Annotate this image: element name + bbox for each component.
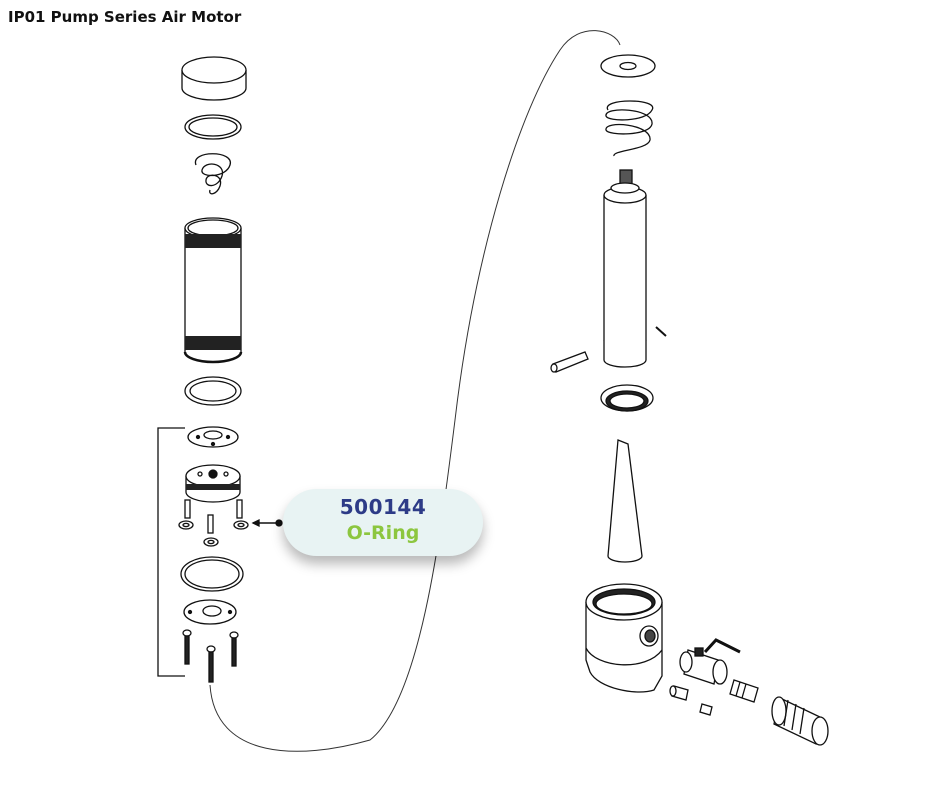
- small-o-rings: [178, 520, 249, 547]
- large-spring: [605, 100, 654, 157]
- guide-pins: [184, 499, 243, 534]
- cylinder-barrel: [183, 217, 243, 364]
- bottom-plate: [183, 599, 237, 625]
- callout-part-number: 500144: [339, 495, 427, 519]
- small-spring: [195, 153, 231, 195]
- lower-o-ring: [180, 556, 244, 592]
- part-callout: 500144 O-Ring: [283, 489, 483, 556]
- connector-curve: [209, 30, 621, 752]
- quick-coupler: [771, 696, 829, 746]
- page-title: IP01 Pump Series Air Motor: [8, 8, 242, 26]
- callout-part-name: O-Ring: [346, 522, 420, 544]
- callout-pointer: [251, 518, 283, 528]
- ball-valve: [679, 638, 741, 685]
- plug: [699, 703, 713, 716]
- top-plate: [187, 426, 239, 448]
- piston: [185, 464, 241, 503]
- piston-rod: [603, 169, 647, 368]
- bolts: [182, 629, 239, 683]
- washer: [600, 54, 656, 78]
- pump-base: [585, 583, 663, 693]
- cross-pin: [550, 351, 589, 373]
- middle-o-ring: [184, 376, 242, 406]
- rod-seal: [600, 384, 654, 412]
- upper-o-ring: [184, 114, 242, 140]
- assembly-bracket: [157, 427, 185, 677]
- nipple-fitting: [729, 679, 759, 703]
- small-pin: [655, 326, 667, 337]
- cylinder-cap: [181, 56, 247, 101]
- small-fitting: [669, 685, 689, 701]
- priming-cone: [607, 439, 643, 563]
